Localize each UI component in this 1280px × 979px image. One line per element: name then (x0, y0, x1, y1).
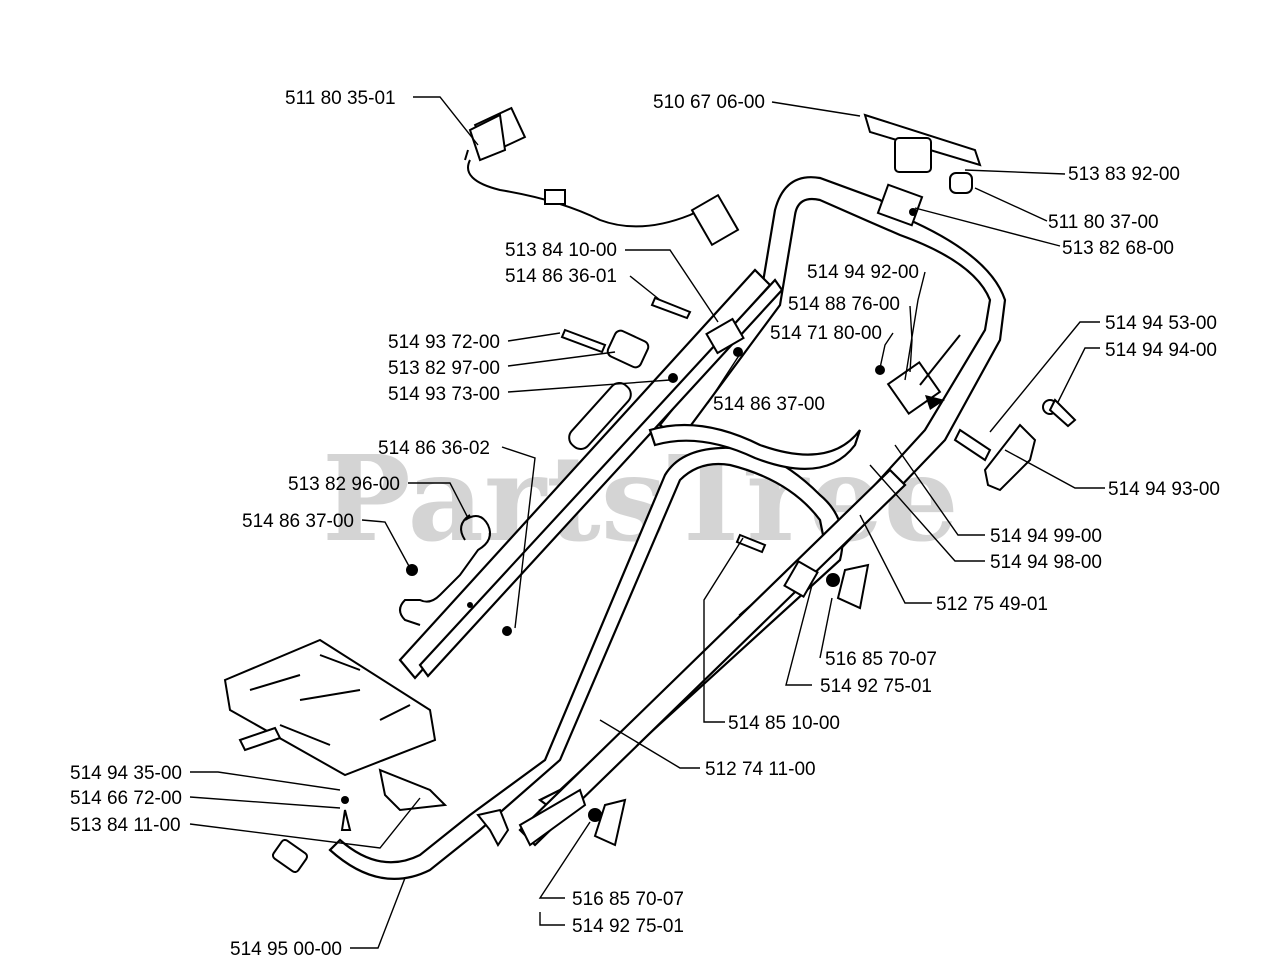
part-label[interactable]: 514 95 00-00 (230, 939, 342, 960)
bolt-left-upper (560, 328, 607, 354)
part-label[interactable]: 514 86 37-00 (713, 394, 825, 415)
knob-lower (593, 798, 627, 847)
cross-tube (648, 423, 862, 470)
part-label[interactable]: 512 74 11-00 (705, 759, 816, 780)
part-label[interactable]: 514 94 99-00 (990, 526, 1102, 547)
part-label[interactable]: 512 75 49-01 (936, 594, 1048, 615)
part-labels: 511 80 35-01 510 67 06-00 513 83 92-00 5… (70, 88, 1220, 960)
frame-end-cap (271, 838, 309, 874)
part-label[interactable]: 514 86 37-00 (242, 511, 354, 532)
part-label[interactable]: 514 86 36-01 (505, 266, 617, 287)
part-label[interactable]: 513 82 97-00 (388, 358, 500, 379)
deck-bracket (378, 768, 448, 812)
part-label[interactable]: 511 80 35-01 (285, 88, 396, 109)
bolt-mid (650, 296, 692, 320)
part-label[interactable]: 514 94 53-00 (1105, 313, 1217, 334)
part-label[interactable]: 510 67 06-00 (653, 92, 765, 113)
part-label[interactable]: 513 84 11-00 (70, 815, 181, 836)
clamp-left (606, 329, 650, 369)
part-label[interactable]: 514 93 72-00 (388, 332, 500, 353)
hook-part (399, 515, 491, 626)
control-cable (467, 159, 716, 228)
part-label[interactable]: 514 93 73-00 (388, 384, 500, 405)
part-label[interactable]: 511 80 37-00 (1048, 212, 1159, 233)
bottom-clip (518, 788, 587, 847)
deck-plate (223, 638, 437, 777)
part-label[interactable]: 513 84 10-00 (505, 240, 617, 261)
lever-knob (949, 172, 973, 194)
knob-right (836, 563, 870, 610)
lever-housing (894, 137, 932, 173)
part-label[interactable]: 514 92 75-01 (572, 916, 684, 937)
clamp-mid (705, 317, 745, 355)
part-label[interactable]: 513 83 92-00 (1068, 164, 1180, 185)
part-label[interactable]: 514 85 10-00 (728, 713, 840, 734)
part-label[interactable]: 514 92 75-01 (820, 676, 932, 697)
leader-lines (189, 96, 1105, 949)
right-latch (983, 423, 1037, 492)
part-label[interactable]: 514 94 93-00 (1108, 479, 1220, 500)
part-label[interactable]: 514 71 80-00 (770, 323, 882, 344)
cable-bracket-mid (690, 193, 740, 247)
part-label[interactable]: 516 85 70-07 (572, 889, 684, 910)
part-label[interactable]: 514 94 98-00 (990, 552, 1102, 573)
part-label[interactable]: 514 66 72-00 (70, 788, 182, 809)
left-handle-bar-inner (418, 278, 784, 678)
part-label[interactable]: 514 94 94-00 (1105, 340, 1217, 361)
part-label[interactable]: 516 85 70-07 (825, 649, 937, 670)
part-label[interactable]: 513 82 68-00 (1062, 238, 1174, 259)
part-label[interactable]: 514 86 36-02 (378, 438, 490, 459)
part-label[interactable]: 514 88 76-00 (788, 294, 900, 315)
cable-clip (544, 189, 566, 205)
part-label[interactable]: 514 94 92-00 (807, 262, 919, 283)
handle-assembly-drawing (223, 106, 1077, 881)
part-label[interactable]: 513 82 96-00 (288, 474, 400, 495)
left-grip-slot (568, 382, 632, 450)
part-label[interactable]: 514 94 35-00 (70, 763, 182, 784)
